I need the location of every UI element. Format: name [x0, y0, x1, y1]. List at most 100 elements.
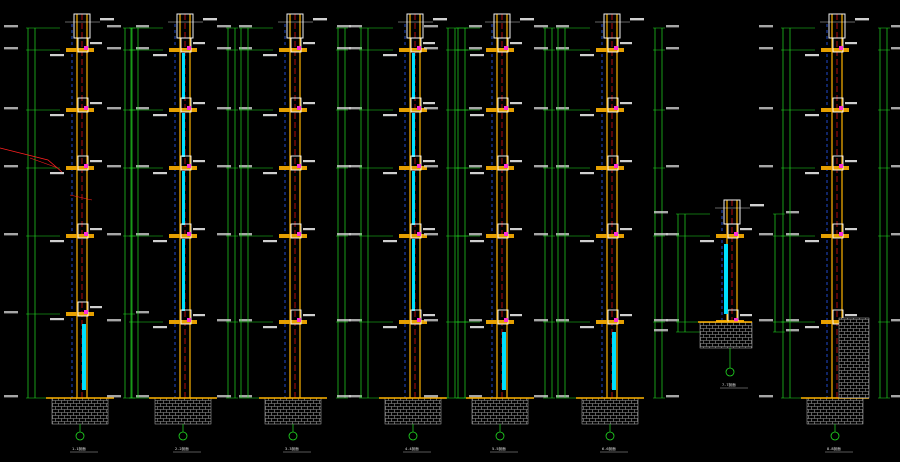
floor-slab — [169, 48, 197, 52]
annotation-text — [303, 102, 315, 105]
annotation-text — [303, 314, 315, 317]
axis-bubble-icon — [605, 431, 615, 441]
section-s3: 3-3剖面 — [217, 13, 362, 453]
floor-slab — [279, 48, 307, 52]
elevation-text — [349, 47, 362, 50]
elevation-text — [107, 25, 121, 28]
section-caption: 3-3剖面 — [285, 446, 299, 451]
window-frame — [497, 155, 509, 171]
annotation-text — [845, 102, 857, 105]
annotation-text — [470, 172, 484, 175]
annotation-text — [580, 172, 594, 175]
floor-slab — [821, 234, 849, 238]
elevation-text — [759, 395, 773, 398]
window-frame — [77, 223, 89, 239]
annotation-text — [845, 228, 857, 231]
elevation-text — [239, 395, 252, 398]
elevation-text — [469, 233, 482, 236]
elevation-text — [107, 165, 121, 168]
foundation-hatch — [51, 397, 109, 425]
elevation-text — [136, 107, 149, 110]
floor-slab — [279, 320, 307, 324]
magenta-marker — [417, 46, 421, 50]
annotation-text — [620, 314, 632, 317]
window-frame — [607, 97, 619, 113]
annotation-text — [805, 172, 819, 175]
elevation-text — [4, 311, 18, 314]
window-frame — [832, 97, 844, 113]
magenta-marker — [734, 232, 738, 236]
window-frame — [607, 37, 619, 53]
annotation-text — [383, 172, 397, 175]
elevation-text — [786, 211, 799, 214]
section-caption: 8-8剖面 — [827, 446, 841, 451]
window-frame — [832, 155, 844, 171]
annotation-text — [805, 114, 819, 117]
elevation-text — [666, 25, 679, 28]
magenta-marker — [614, 164, 618, 168]
elevation-text — [556, 233, 569, 236]
glass-pane — [182, 171, 185, 225]
annotation-text — [193, 102, 205, 105]
magenta-marker — [734, 318, 738, 322]
floor-slab — [399, 320, 427, 324]
elevation-text — [759, 107, 773, 110]
elevation-text — [217, 165, 231, 168]
floor-slab — [821, 166, 849, 170]
magenta-marker — [839, 46, 843, 50]
magenta-marker — [504, 46, 508, 50]
elevation-text — [556, 107, 569, 110]
elevation-text — [556, 47, 569, 50]
elevation-text — [217, 107, 231, 110]
elevation-text — [217, 319, 231, 322]
floor-slab — [486, 320, 514, 324]
elevation-text — [891, 395, 900, 398]
annotation-text — [620, 42, 632, 45]
annotation-text — [423, 102, 435, 105]
elevation-text — [136, 311, 149, 314]
floor-slab — [486, 234, 514, 238]
window-frame — [77, 97, 89, 113]
annotation-text — [193, 42, 205, 45]
elevation-text — [217, 47, 231, 50]
annotation-text — [855, 18, 869, 21]
floor-slab — [399, 234, 427, 238]
annotation-text — [423, 160, 435, 163]
elevation-text — [424, 395, 438, 398]
elevation-text — [759, 319, 773, 322]
magenta-marker — [614, 318, 618, 322]
section-caption: 7-7剖面 — [722, 382, 736, 387]
window-frame — [290, 97, 302, 113]
elevation-text — [556, 319, 569, 322]
elevation-text — [349, 233, 362, 236]
annotation-text — [50, 54, 64, 57]
annotation-text — [805, 240, 819, 243]
foundation-hatch — [806, 397, 864, 425]
annotation-text — [740, 314, 752, 317]
annotation-text — [740, 228, 752, 231]
magenta-marker — [84, 46, 88, 50]
window-frame — [497, 309, 509, 325]
floor-slab — [596, 166, 624, 170]
section-s6: 6-6剖面 — [534, 13, 679, 453]
glass-pane — [412, 53, 415, 99]
annotation-text — [520, 18, 534, 21]
elevation-text — [666, 47, 679, 50]
elevation-text — [891, 107, 900, 110]
elevation-text — [759, 233, 773, 236]
elevation-text — [786, 233, 799, 236]
annotation-text — [470, 54, 484, 57]
elevation-text — [534, 233, 548, 236]
magenta-marker — [187, 106, 191, 110]
annotation-text — [263, 240, 277, 243]
floor-slab — [279, 108, 307, 112]
glass-pane-lower — [82, 324, 86, 390]
magenta-marker — [297, 318, 301, 322]
floor-slab — [279, 234, 307, 238]
annotation-text — [50, 318, 64, 321]
floor-slab — [486, 48, 514, 52]
elevation-text — [891, 319, 900, 322]
elevation-text — [4, 107, 18, 110]
floor-slab — [821, 48, 849, 52]
